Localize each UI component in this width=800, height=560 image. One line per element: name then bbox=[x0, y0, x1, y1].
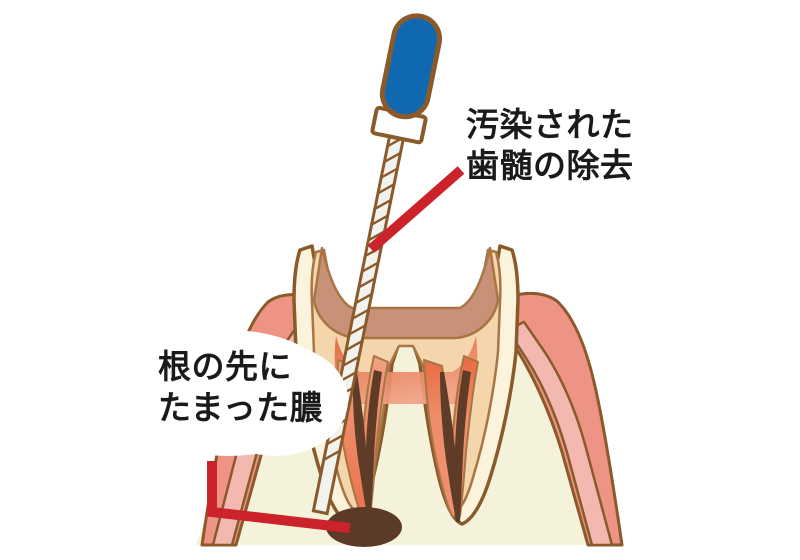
label-contaminated-pulp-line1: 汚染された bbox=[466, 105, 634, 144]
label-pus-line2: たまった膿 bbox=[158, 387, 324, 427]
pointer-lines bbox=[207, 166, 465, 533]
file-handle bbox=[379, 13, 443, 120]
pointer-pus bbox=[207, 461, 351, 533]
label-contaminated-pulp-line2: 歯髄の除去 bbox=[466, 145, 634, 185]
pointer-contaminated-pulp bbox=[367, 166, 465, 253]
pus-callout-bubble bbox=[118, 330, 348, 456]
label-pus-line1: 根の先に bbox=[158, 347, 292, 386]
label-pus-at-root-tip: 根の先にたまった膿 bbox=[158, 347, 323, 429]
periapical-abscess bbox=[326, 507, 402, 547]
label-contaminated-pulp-removal: 汚染された歯髄の除去 bbox=[466, 105, 634, 187]
